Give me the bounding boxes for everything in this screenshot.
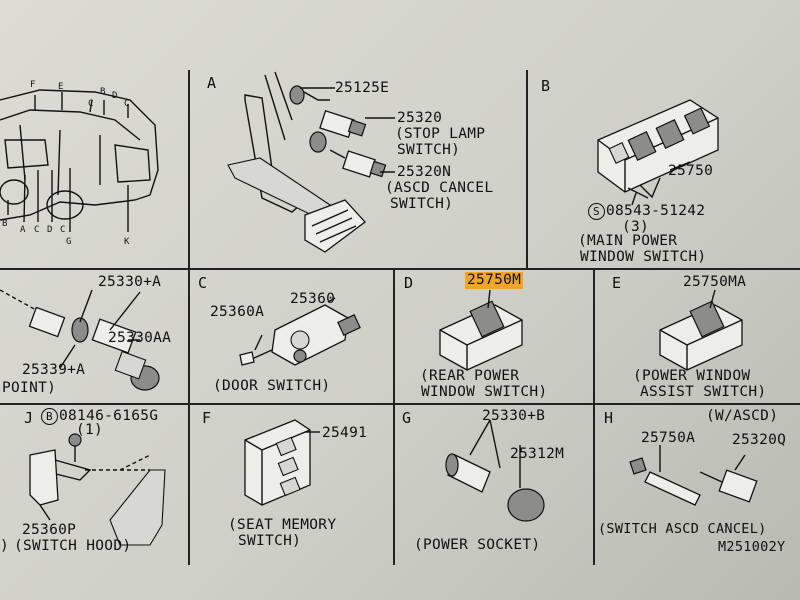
- panel-c: [190, 270, 395, 405]
- switch-hood-drawing: [29, 433, 166, 546]
- panel-a: [190, 70, 528, 270]
- rear-window-switch-part-number: 25750M: [465, 272, 524, 289]
- vehicle-top-label: E: [58, 82, 64, 92]
- ascd-cancel-switch-desc: (ASCD CANCEL: [385, 180, 494, 196]
- switch-hood-part-number: 25360P: [22, 522, 77, 538]
- panel-g: [395, 405, 595, 565]
- seat-memory-switch-part-number: 25491: [322, 425, 368, 441]
- panel-j: [0, 405, 190, 565]
- panel-e-letter: E: [612, 274, 622, 292]
- vehicle-bottom-label: C: [60, 225, 66, 235]
- door-switch-part-number: 25360: [290, 291, 336, 307]
- seat-memory-switch-caption: SWITCH): [238, 533, 302, 549]
- screw-symbol: S: [588, 203, 605, 220]
- rear-window-switch-caption: (REAR POWER: [420, 368, 520, 384]
- vehicle-bottom-label: A: [20, 225, 26, 235]
- stop-lamp-switch-part-number: 25320: [397, 110, 443, 126]
- panel-g-letter: G: [402, 409, 412, 427]
- bolt-part-number: 08146-6165G: [59, 408, 159, 424]
- panel-b-letter: B: [541, 77, 551, 95]
- socket-caption: POINT): [2, 380, 57, 396]
- vehicle-top-label: D: [112, 91, 118, 101]
- ascd-cancel-caption: (SWITCH ASCD CANCEL): [598, 521, 767, 537]
- vehicle-top-label: B: [100, 87, 106, 97]
- left-socket-parts-drawing: [0, 289, 160, 391]
- door-switch-screw-part-number: 25360A: [210, 304, 265, 320]
- screw-part-number: 08543-51242: [606, 203, 706, 219]
- ascd-cancel-switch-desc: SWITCH): [390, 196, 454, 212]
- main-window-switch-caption: WINDOW SWITCH): [580, 249, 707, 265]
- switch-hood-caption: (SWITCH HOOD): [14, 538, 132, 554]
- panel-f-letter: F: [202, 409, 212, 427]
- ascd-cancel-switch-drawing: [629, 445, 758, 506]
- stop-lamp-switch-desc: SWITCH): [397, 142, 461, 158]
- bolt-symbol: B: [41, 408, 58, 425]
- assist-switch-caption: (POWER WINDOW: [633, 368, 751, 384]
- panel-d: [395, 270, 595, 405]
- vehicle-top-label: F: [30, 80, 36, 90]
- panel-d-letter: D: [404, 274, 414, 292]
- stop-lamp-bracket-part-number: 25125E: [335, 80, 390, 96]
- power-socket-caption: (POWER SOCKET): [414, 537, 541, 553]
- assist-switch-caption: ASSIST SWITCH): [640, 384, 767, 400]
- rear-window-switch-caption: WINDOW SWITCH): [421, 384, 548, 400]
- panel-h-letter: H: [604, 409, 614, 427]
- figure-code: M251002Y: [718, 539, 786, 555]
- seat-memory-switch-caption: (SEAT MEMORY: [228, 517, 337, 533]
- ascd-variant-note: (W/ASCD): [706, 408, 779, 424]
- panel-b: [528, 70, 800, 270]
- power-socket-part-number: 25330+B: [482, 408, 546, 424]
- panel-j-letter: J: [24, 409, 34, 427]
- socket-part-number: 25339+A: [22, 362, 86, 378]
- panel-left-mid: [0, 270, 190, 405]
- power-socket-drawing: [445, 419, 545, 522]
- vehicle-bottom-label: B: [2, 219, 8, 229]
- panel-c-letter: C: [198, 274, 208, 292]
- main-window-switch-part-number: 25750: [668, 163, 714, 179]
- power-socket-cap-part-number: 25312M: [510, 446, 565, 462]
- vehicle-bottom-label: K: [124, 237, 130, 247]
- switch-hood-edge-mark: ): [0, 538, 10, 554]
- main-window-switch-caption: (MAIN POWER: [578, 233, 678, 249]
- vehicle-bottom-label: D: [47, 225, 53, 235]
- assist-switch-part-number: 25750MA: [683, 274, 747, 290]
- door-switch-drawing: [239, 297, 361, 366]
- vehicle-bottom-label: C: [34, 225, 40, 235]
- bolt-quantity: (1): [76, 422, 104, 438]
- socket-part-number: 25330AA: [108, 330, 172, 346]
- assist-switch-drawing: [659, 289, 743, 371]
- panel-f: [190, 405, 395, 565]
- screw-quantity: (3): [622, 219, 650, 235]
- rear-window-switch-drawing: [439, 289, 523, 371]
- vehicle-top-label: C: [88, 99, 94, 109]
- ascd-cancel-switch-part-number: 25320N: [397, 164, 452, 180]
- ascd-bolt-part-number: 25750A: [641, 430, 696, 446]
- door-switch-caption: (DOOR SWITCH): [213, 378, 331, 394]
- seat-memory-switch-drawing: [244, 419, 320, 506]
- vehicle-top-label: C: [124, 99, 130, 109]
- panel-vehicle-locator: [0, 70, 190, 270]
- socket-part-number: 25330+A: [98, 274, 162, 290]
- stop-lamp-switch-desc: (STOP LAMP: [395, 126, 486, 142]
- vehicle-outline-drawing: [0, 89, 159, 232]
- panel-e: [595, 270, 800, 405]
- ascd-cancel-switch-part-number: 25320Q: [732, 432, 787, 448]
- main-window-switch-drawing: [597, 99, 719, 206]
- panel-a-letter: A: [207, 74, 217, 92]
- vehicle-bottom-label: G: [66, 237, 72, 247]
- pedal-assembly-drawing: [227, 71, 395, 253]
